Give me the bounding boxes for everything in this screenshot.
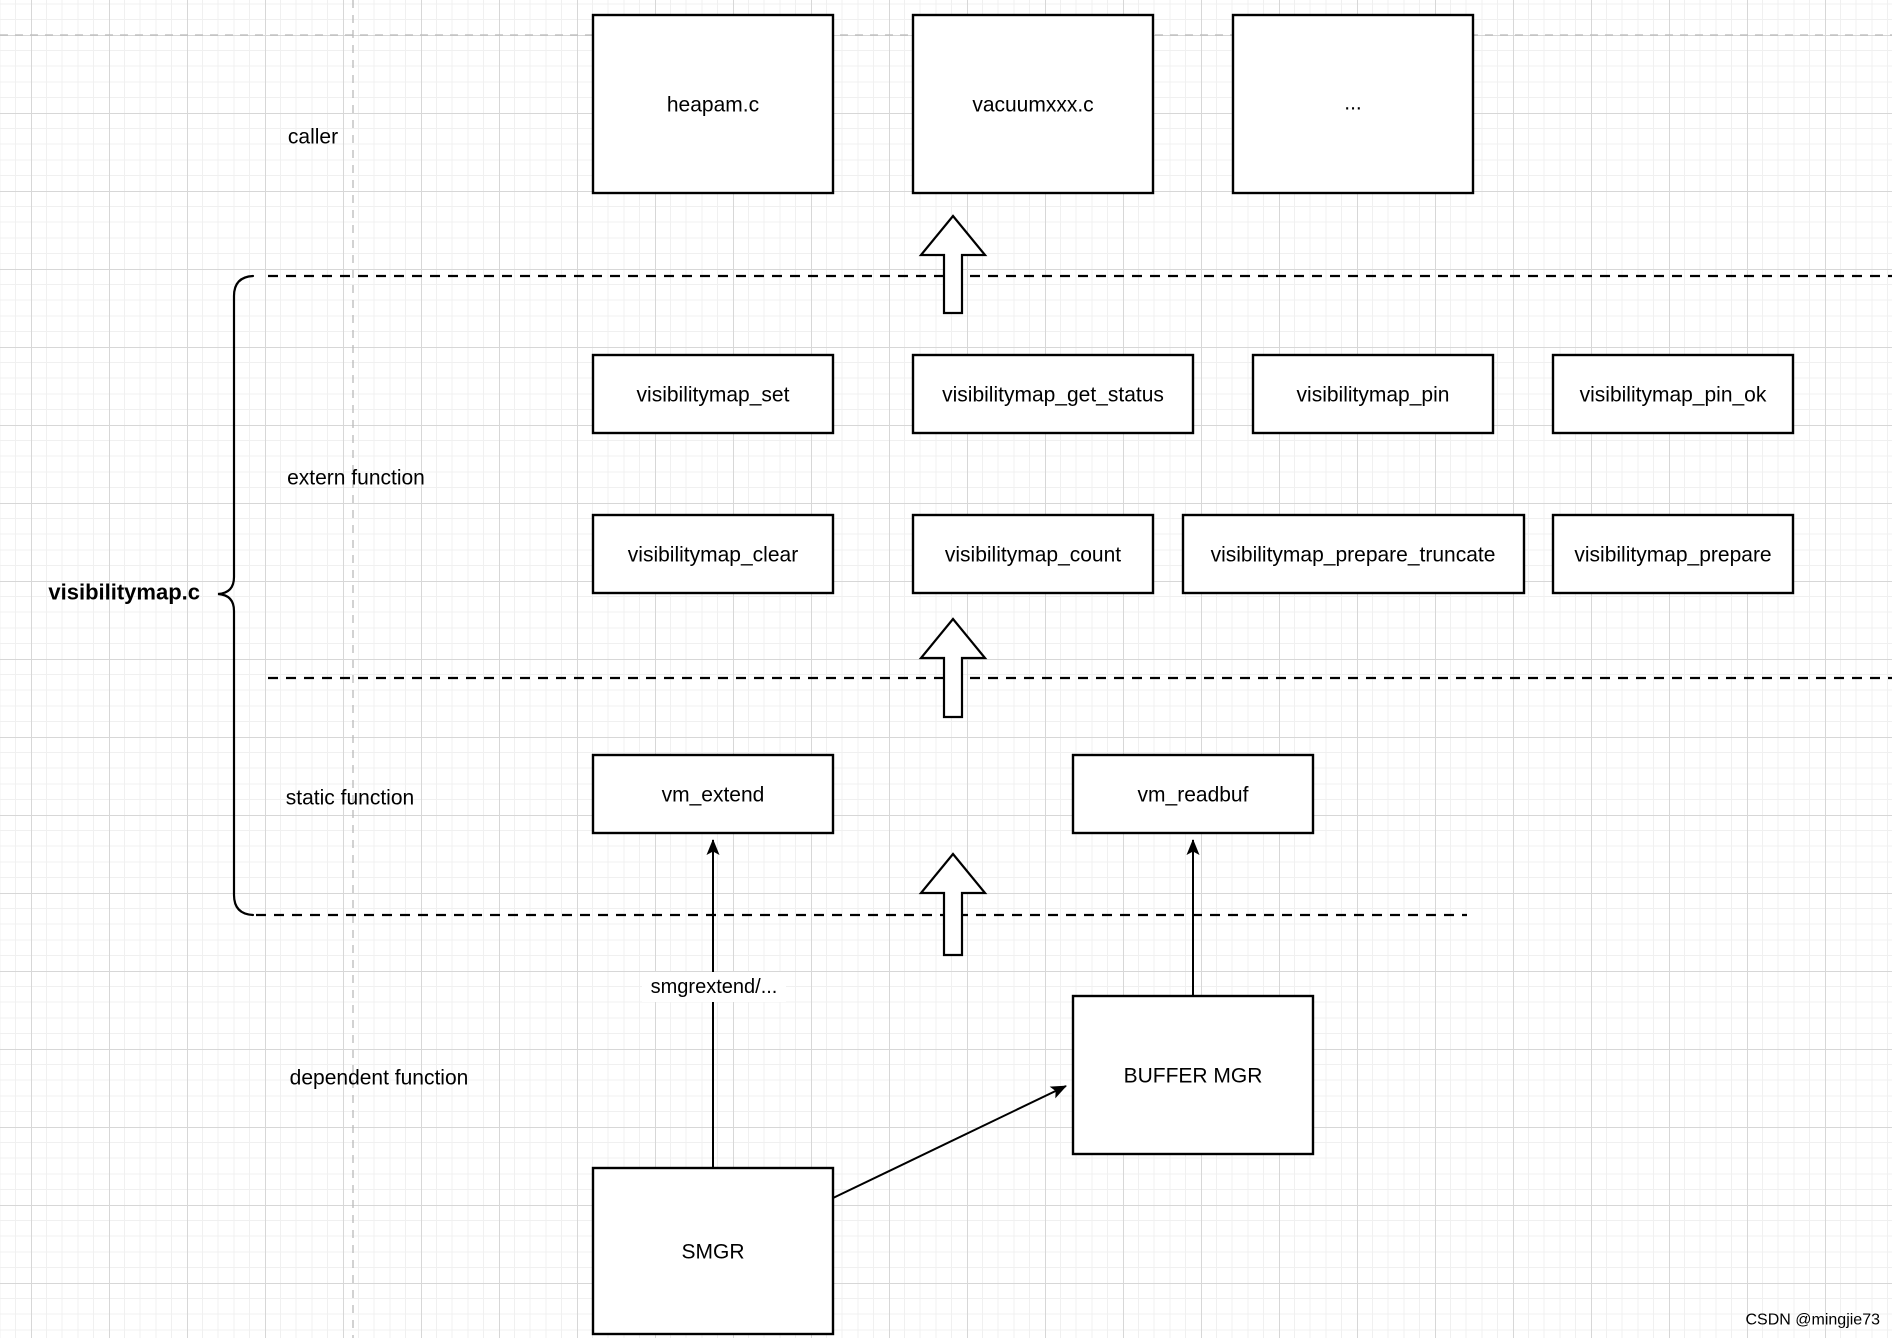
edge-smgr-to-buffer-mgr <box>832 1085 1067 1199</box>
dependent-box-buffer-mgr-label: BUFFER MGR <box>1124 1065 1263 1088</box>
extern-box-visibilitymap-get-status: visibilitymap_get_status <box>911 353 1195 435</box>
extern-box-visibilitymap-clear: visibilitymap_clear <box>591 513 835 595</box>
extern-box-visibilitymap-prepare-truncate-label: visibilitymap_prepare_truncate <box>1211 544 1496 567</box>
caller-box-heapam: heapam.c <box>591 13 835 195</box>
layer-label-static: static function <box>286 787 414 810</box>
extern-box-visibilitymap-pin-ok: visibilitymap_pin_ok <box>1551 353 1795 435</box>
caller-box-ellipsis-label: ... <box>1344 92 1362 115</box>
extern-box-visibilitymap-prepare-truncate: visibilitymap_prepare_truncate <box>1181 513 1526 595</box>
extern-box-visibilitymap-pin: visibilitymap_pin <box>1251 353 1495 435</box>
edge-smgr-to-vm-extend-label: smgrextend/... <box>651 976 778 998</box>
up-arrow-icon-static <box>918 852 988 957</box>
extern-box-visibilitymap-count: visibilitymap_count <box>911 513 1155 595</box>
extern-box-visibilitymap-count-label: visibilitymap_count <box>945 544 1121 567</box>
caller-box-heapam-label: heapam.c <box>667 94 759 117</box>
module-label: visibilitymap.c <box>48 580 200 605</box>
dependent-box-smgr: SMGR <box>591 1166 835 1336</box>
extern-box-visibilitymap-pin-label: visibilitymap_pin <box>1297 384 1450 407</box>
watermark: CSDN @mingjie73 <box>1745 1312 1880 1329</box>
layer-label-extern: extern function <box>287 467 425 490</box>
extern-box-visibilitymap-get-status-label: visibilitymap_get_status <box>942 384 1164 407</box>
extern-box-visibilitymap-prepare: visibilitymap_prepare <box>1551 513 1795 595</box>
dependent-box-smgr-label: SMGR <box>682 1241 745 1264</box>
caller-box-ellipsis: ... <box>1231 13 1475 195</box>
extern-box-visibilitymap-pin-ok-label: visibilitymap_pin_ok <box>1580 384 1767 407</box>
caller-box-vacuumxxx-label: vacuumxxx.c <box>972 94 1093 117</box>
dependent-box-buffer-mgr: BUFFER MGR <box>1071 994 1315 1156</box>
layer-label-dependent: dependent function <box>290 1067 469 1090</box>
extern-box-visibilitymap-set-label: visibilitymap_set <box>637 384 790 407</box>
extern-box-visibilitymap-prepare-label: visibilitymap_prepare <box>1574 544 1771 567</box>
extern-box-visibilitymap-set: visibilitymap_set <box>591 353 835 435</box>
static-box-vm-readbuf: vm_readbuf <box>1071 753 1315 835</box>
caller-box-vacuumxxx: vacuumxxx.c <box>911 13 1155 195</box>
extern-box-visibilitymap-clear-label: visibilitymap_clear <box>628 544 798 567</box>
static-box-vm-extend-label: vm_extend <box>662 784 765 807</box>
static-box-vm-extend: vm_extend <box>591 753 835 835</box>
layer-label-caller: caller <box>288 126 338 149</box>
edge-label-background <box>642 972 786 1002</box>
up-arrow-icon-caller <box>918 214 988 315</box>
up-arrow-icon-extern <box>918 617 988 719</box>
static-box-vm-readbuf-label: vm_readbuf <box>1138 784 1249 807</box>
curly-brace <box>217 274 255 917</box>
